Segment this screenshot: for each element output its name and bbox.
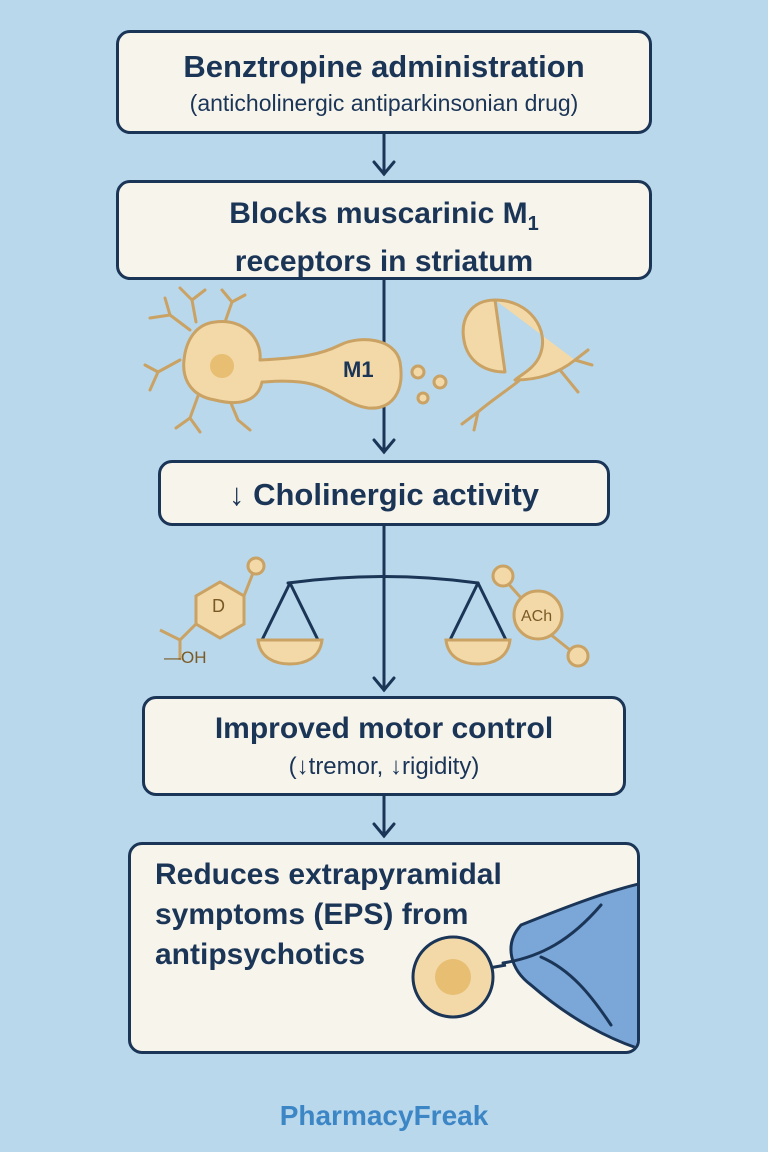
step-motor-control: Improved motor control (↓tremor, ↓rigidi… [142, 696, 626, 796]
receptor-block-title: Blocks muscarinic M1 [119, 195, 649, 243]
step-eps: Reduces extrapyramidal symptoms (EPS) fr… [128, 842, 640, 1054]
receptor-label: M1 [343, 357, 374, 382]
eps-illustration [411, 882, 637, 1050]
acetylcholine-molecule-icon [491, 564, 590, 668]
receptor-block-title-sub: 1 [527, 213, 539, 235]
dopamine-molecule-icon [159, 556, 266, 660]
cell-icon [411, 935, 495, 1019]
receptor-block-title-line1: Blocks muscarinic M [229, 197, 528, 230]
neurotransmitter-dot [410, 364, 426, 380]
receptor-block-title-line2: receptors in striatum [234, 245, 534, 278]
acetylcholine-label: ACh [521, 608, 552, 625]
hydroxyl-label: —OH [164, 648, 207, 667]
down-arrow-icon [372, 438, 396, 455]
eps-title: Reduces extrapyramidal symptoms (EPS) fr… [155, 858, 502, 971]
down-arrow-icon [372, 822, 396, 839]
balance-scale-icon [256, 575, 512, 666]
neuron-icon [143, 286, 403, 434]
step-administration: Benztropine administration (anticholiner… [116, 30, 652, 134]
postsynaptic-neuron-icon [460, 298, 594, 432]
administration-title: Benztropine administration [183, 49, 585, 84]
neurotransmitter-dot [416, 391, 430, 405]
dopamine-label: D [212, 596, 225, 616]
neurotransmitter-dot [432, 374, 448, 390]
administration-subtitle: (anticholinergic antiparkinsonian drug) [189, 90, 579, 116]
motor-subtitle: (↓tremor, ↓rigidity) [288, 753, 480, 780]
step-receptor-block: Blocks muscarinic M1 receptors in striat… [116, 180, 652, 280]
brand-logo: PharmacyFreak [279, 1100, 489, 1131]
down-arrow-icon [372, 160, 396, 177]
cholinergic-title: ↓ Cholinergic activity [228, 477, 540, 512]
motor-title: Improved motor control [214, 712, 554, 745]
down-arrow-icon [372, 676, 396, 693]
vessel-icon [509, 882, 637, 1050]
step-cholinergic: ↓ Cholinergic activity [158, 460, 610, 526]
